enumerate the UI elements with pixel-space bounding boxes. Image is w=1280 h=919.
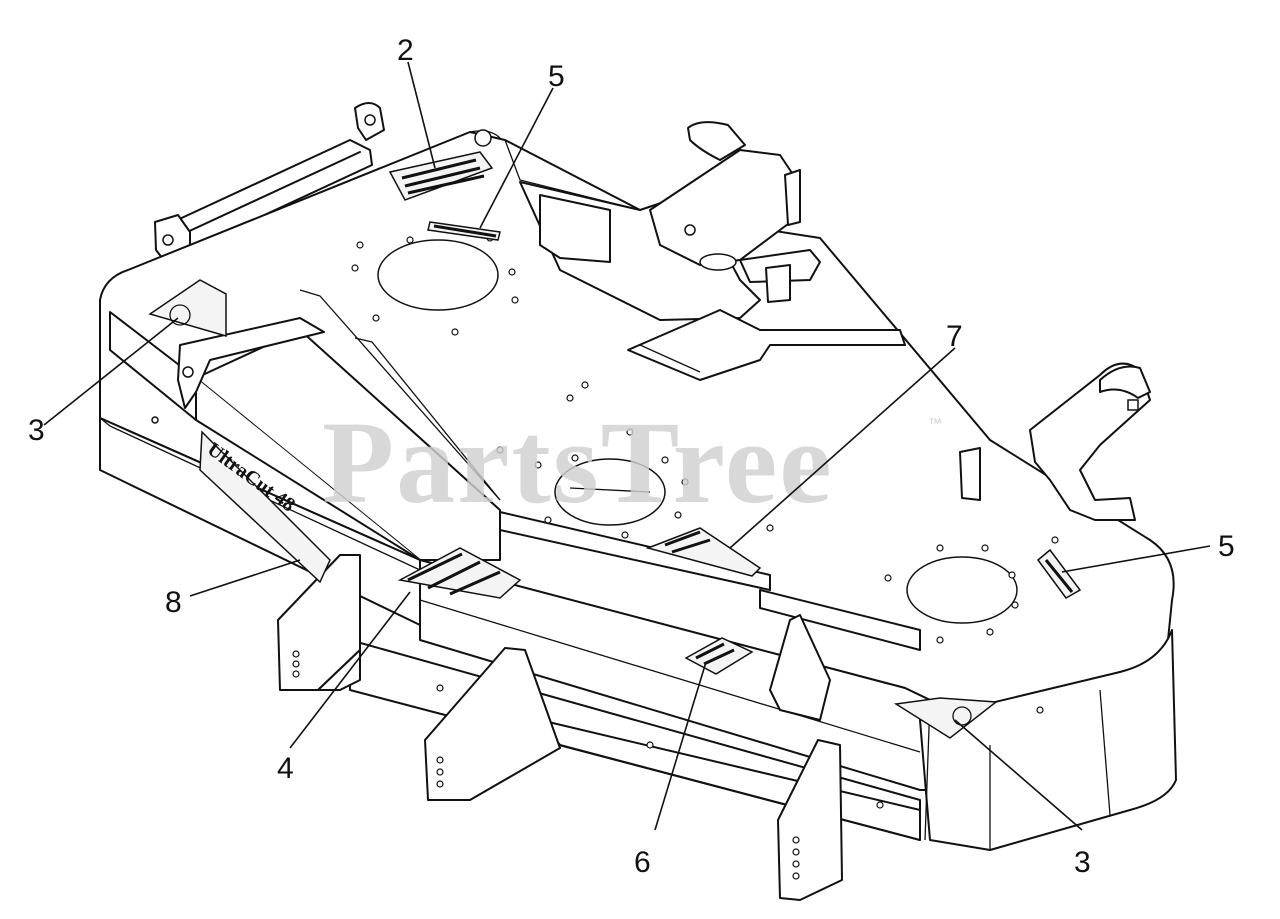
leader-5-rear [479, 87, 554, 229]
watermark-text: PartsTree [322, 397, 834, 528]
decal-7 [645, 527, 762, 577]
leader-2 [407, 61, 436, 169]
decal-2 [388, 151, 494, 201]
leader-5-right [1061, 545, 1211, 573]
watermark: PartsTree ™ [322, 397, 942, 528]
leader-3-left [43, 317, 179, 426]
callout-8: 8 [165, 586, 182, 619]
decal-6 [684, 637, 754, 675]
callout-7: 7 [946, 320, 963, 353]
callout-5-rear: 5 [548, 60, 565, 93]
leader-3-front [954, 719, 1083, 831]
decal-3-left [148, 279, 227, 337]
right-skirt [919, 629, 1177, 851]
callout-3-left: 3 [28, 414, 45, 447]
watermark-trademark: ™ [928, 415, 942, 431]
decal-5-right [1036, 548, 1082, 599]
right-hitch-bracket [959, 362, 1151, 521]
leader-6 [654, 661, 707, 831]
leader-7 [729, 347, 956, 549]
leader-4 [289, 591, 411, 749]
callout-3-front: 3 [1074, 846, 1091, 879]
rear-right-hitch [649, 121, 821, 303]
callout-leaders [43, 61, 1211, 831]
left-skirt [99, 299, 421, 626]
callout-5-right: 5 [1218, 530, 1235, 563]
left-raised-panel [177, 289, 501, 561]
callout-6: 6 [634, 846, 651, 879]
callout-4: 4 [277, 752, 294, 785]
anti-scalp-brackets [277, 554, 843, 901]
callout-numbers: 2 5 7 3 5 8 4 6 3 [28, 34, 1235, 879]
decals: UltraCut 48 [148, 151, 1082, 739]
front-lip [419, 511, 961, 791]
leader-8 [189, 559, 301, 597]
decal-5-rear [427, 221, 501, 241]
decal-3-front [893, 697, 998, 739]
decal-4 [397, 547, 522, 599]
callout-2: 2 [397, 34, 414, 67]
spindle-openings [377, 239, 1018, 624]
